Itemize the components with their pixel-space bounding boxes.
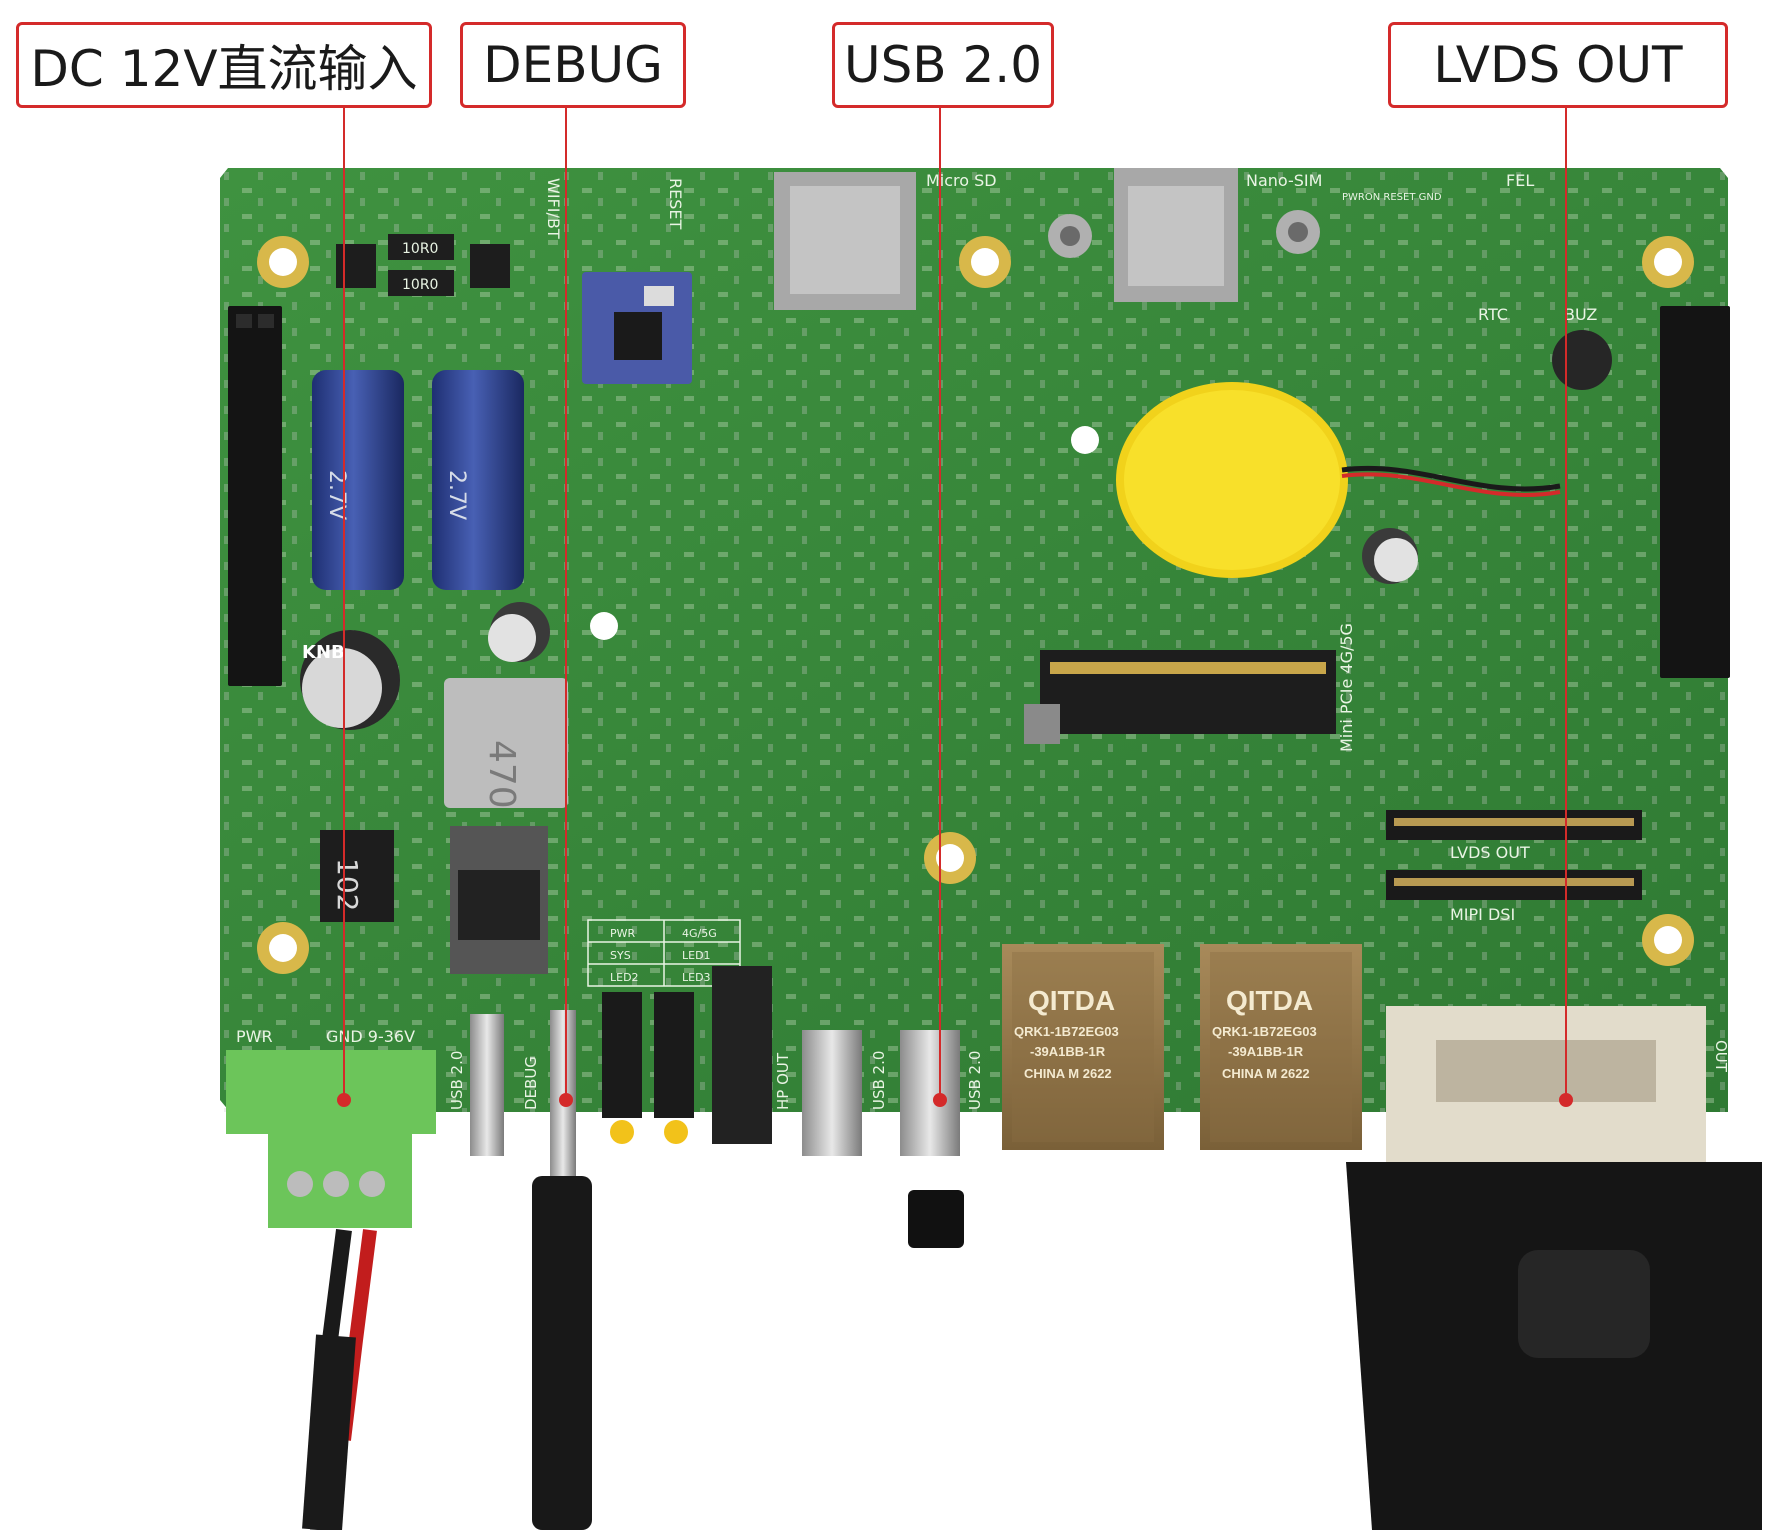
led-table-cell: 4G/5G — [682, 927, 717, 940]
res-label-2: 10R0 — [402, 277, 438, 293]
dvi-connector — [1346, 1006, 1762, 1530]
silk-lvds-out: LVDS OUT — [1450, 843, 1530, 862]
led-table-cell: LED3 — [682, 971, 711, 984]
rj45-jack-2: QITDA QRK1-1B72EG03 -39A1BB-1R CHINA M 2… — [1200, 944, 1362, 1150]
rj45-jacks: QITDA QRK1-1B72EG03 -39A1BB-1R CHINA M 2… — [1002, 944, 1362, 1150]
power-chips: 10R0 10R0 — [336, 234, 510, 296]
left-header — [228, 306, 282, 686]
rj45-2-part: QRK1-1B72EG03 — [1212, 1024, 1317, 1039]
led-table-cell: LED2 — [610, 971, 639, 984]
leader-usb-dot — [933, 1093, 947, 1107]
silk-usb-left: USB 2.0 — [448, 1051, 466, 1110]
silk-out: OUT — [1712, 1040, 1730, 1073]
rj45-1-part2: -39A1BB-1R — [1030, 1044, 1106, 1059]
silk-nano-sim: Nano-SIM — [1246, 171, 1322, 190]
silk-usb-mid-a: USB 2.0 — [870, 1051, 888, 1110]
leader-lines — [337, 108, 1573, 1107]
silk-debug: DEBUG — [522, 1056, 540, 1110]
supercap-2-label: 2.7V — [444, 470, 469, 520]
silk-mini-pcie: Mini PCIe 4G/5G — [1337, 623, 1356, 752]
inductors: 470 102 — [320, 678, 568, 974]
silk-hp-out: HP OUT — [774, 1052, 792, 1110]
power-terminal — [226, 1050, 436, 1530]
callout-usb: USB 2.0 — [832, 22, 1054, 108]
edge-connectors — [470, 966, 964, 1530]
rj45-jack-1: QITDA QRK1-1B72EG03 -39A1BB-1R CHINA M 2… — [1002, 944, 1164, 1150]
callout-debug: DEBUG — [460, 22, 686, 108]
silkscreen-labels: Micro SD Nano-SIM FEL PWRON RESET GND RE… — [236, 171, 1730, 1110]
silk-reset: RESET — [666, 178, 685, 229]
silk-pwron-reset-gnd: PWRON RESET GND — [1342, 192, 1442, 203]
res-label-1: 10R0 — [402, 241, 438, 257]
fpc-connectors — [1386, 810, 1642, 900]
led-table: PWR 4G/5G SYS LED1 LED2 LED3 — [587, 919, 741, 987]
inductor-small-label: 102 — [331, 858, 364, 911]
rj45-1-part: QRK1-1B72EG03 — [1014, 1024, 1119, 1039]
leader-lvds-dot — [1559, 1093, 1573, 1107]
leader-dc-dot — [337, 1093, 351, 1107]
rj45-2-part2: -39A1BB-1R — [1228, 1044, 1304, 1059]
rj45-2-origin: CHINA M 2622 — [1222, 1066, 1310, 1081]
led-table-cell: PWR — [610, 927, 636, 940]
rj45-1-origin: CHINA M 2622 — [1024, 1066, 1112, 1081]
supercapacitors: 2.7V 2.7V — [312, 370, 524, 590]
right-header — [1660, 306, 1730, 678]
silk-gnd-range: GND 9-36V — [326, 1027, 415, 1046]
supercap-1-label: 2.7V — [324, 470, 349, 520]
callout-lvds-out: LVDS OUT — [1388, 22, 1728, 108]
silk-micro-sd: Micro SD — [926, 171, 997, 190]
silk-wifi-bt: WIFI/BT — [544, 178, 563, 239]
sd-sim-slots — [774, 168, 1320, 310]
callout-dc-input: DC 12V直流输入 — [16, 22, 432, 108]
silk-mipi-dsi: MIPI DSI — [1450, 905, 1515, 924]
silk-rtc: RTC — [1478, 305, 1508, 324]
rj45-1-brand: QITDA — [1028, 985, 1115, 1016]
leader-debug-dot — [559, 1093, 573, 1107]
silk-pwr: PWR — [236, 1027, 273, 1046]
led-table-cell: LED1 — [682, 949, 711, 962]
mini-pcie-slot — [1024, 650, 1336, 744]
rj45-2-brand: QITDA — [1226, 985, 1313, 1016]
wifi-module — [582, 272, 692, 384]
inductor-big-label: 470 — [481, 740, 522, 809]
electrolytic-caps: KNB — [300, 528, 1418, 730]
led-table-cell: SYS — [610, 949, 631, 962]
silk-buz: BUZ — [1564, 305, 1597, 324]
silk-fel: FEL — [1506, 171, 1534, 190]
silk-usb-mid-b: USB 2.0 — [966, 1051, 984, 1110]
cap-knb-label: KNB — [302, 642, 345, 663]
mounting-holes — [257, 236, 1694, 974]
